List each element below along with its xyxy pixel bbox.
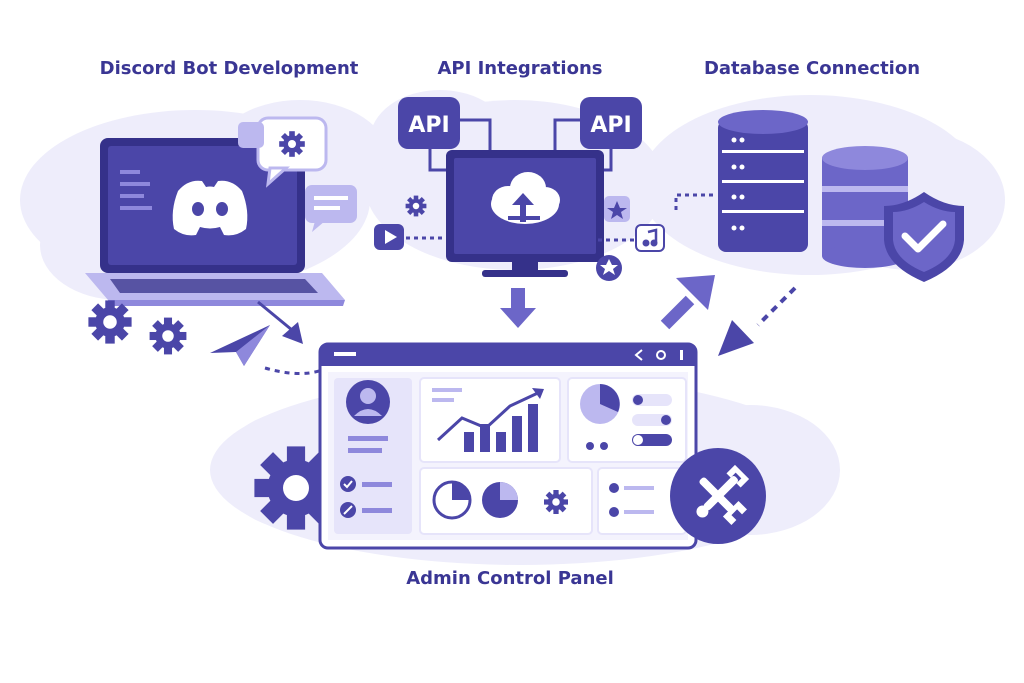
dashed-connector [674, 193, 716, 210]
star-badge-icon [596, 255, 622, 281]
api-box-right-label: API [590, 113, 631, 138]
bar-chart-icon [436, 388, 544, 452]
star-icon [604, 196, 630, 222]
api-box-left-label: API [408, 113, 449, 138]
pie-chart-icon [580, 384, 620, 424]
laptop-discord [85, 138, 345, 306]
wrench-cross-icon [670, 448, 766, 544]
discord-logo-icon [172, 180, 248, 236]
api-box-right [580, 97, 642, 149]
gears-icon [88, 300, 187, 355]
check-icon [340, 476, 356, 492]
paper-plane-icon [210, 325, 270, 366]
gear-small-icon [544, 490, 568, 514]
arrow-down-api [500, 288, 536, 328]
label-database-connection: Database Connection [703, 58, 921, 79]
dashed-connector [264, 366, 323, 375]
small-tile-icon [238, 122, 264, 148]
api-monitor [446, 150, 604, 277]
cancel-icon [340, 502, 356, 518]
gear-icon [405, 195, 427, 217]
api-box-left [398, 97, 460, 149]
user-avatar-icon [346, 380, 390, 424]
play-icon [374, 224, 404, 250]
chat-bubble-icon [305, 185, 357, 232]
label-discord-bot-development: Discord Bot Development [99, 58, 359, 79]
admin-panel-window [318, 342, 698, 550]
music-note-icon [635, 224, 665, 252]
cloud-upload-icon [491, 172, 560, 224]
database-server-icon [718, 110, 808, 252]
arrow-down-left-database [718, 286, 797, 356]
label-api-integrations: API Integrations [437, 58, 603, 79]
shield-check-icon [884, 192, 964, 282]
pie-chart-small-icon [432, 480, 518, 520]
arrow-up-right-database [660, 275, 715, 330]
api-connectors [428, 118, 613, 172]
arrow-down-right-discord [257, 300, 303, 344]
label-admin-control-panel: Admin Control Panel [406, 568, 614, 589]
